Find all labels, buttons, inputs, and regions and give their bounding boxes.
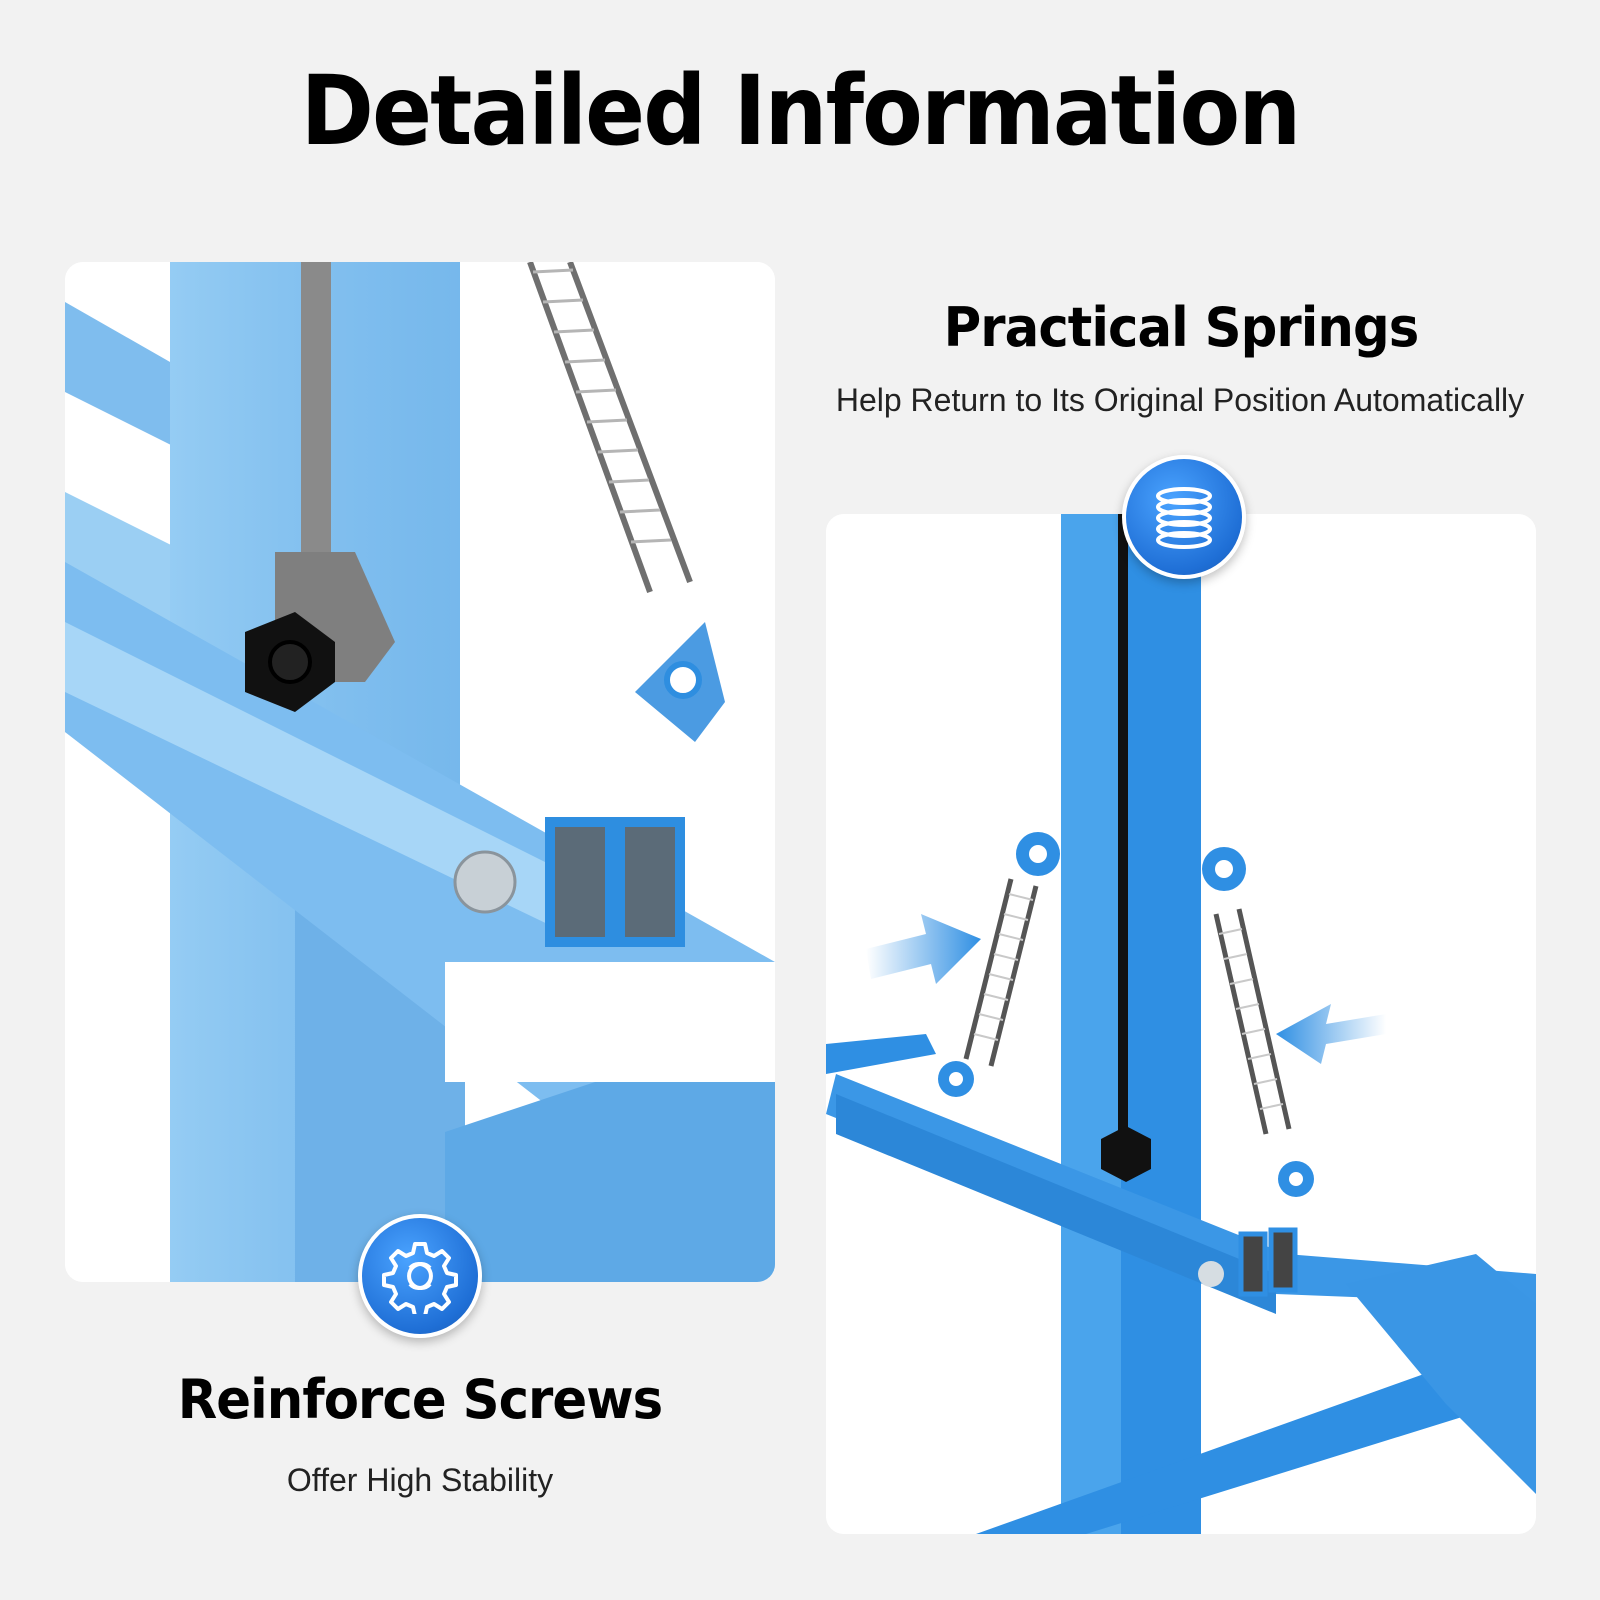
springs-title: Practical Springs bbox=[943, 296, 1420, 359]
gear-icon bbox=[358, 1214, 482, 1338]
spring-icon bbox=[1122, 455, 1246, 579]
spring-tool-image bbox=[826, 514, 1536, 1534]
screws-title: Reinforce Screws bbox=[177, 1368, 663, 1431]
page-title: Detailed Information bbox=[300, 55, 1302, 167]
springs-subtitle: Help Return to Its Original Position Aut… bbox=[835, 382, 1525, 418]
screw-closeup-image bbox=[65, 262, 775, 1282]
screws-subtitle: Offer High Stability bbox=[286, 1462, 554, 1498]
